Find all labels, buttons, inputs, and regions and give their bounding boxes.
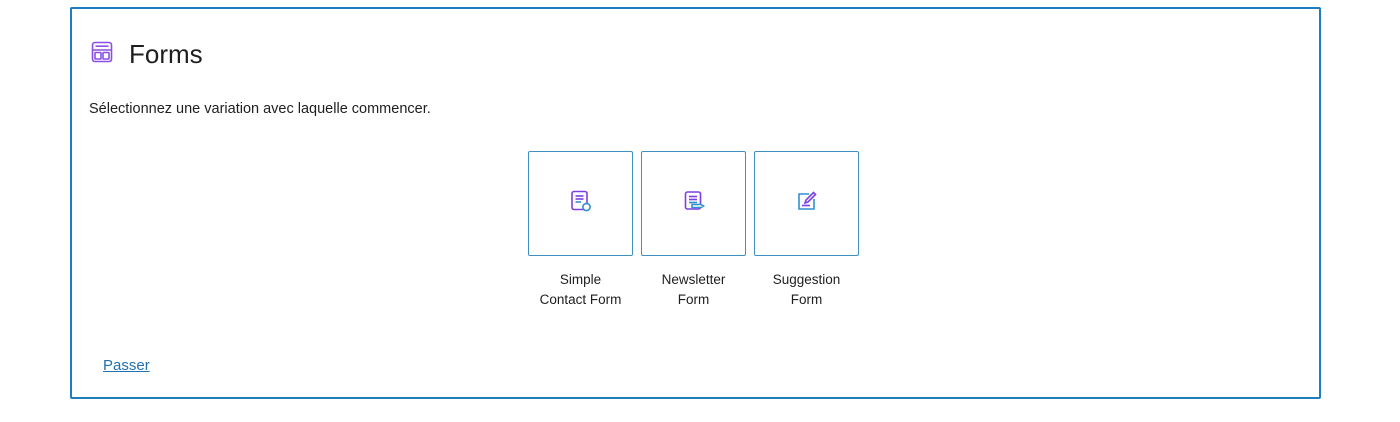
variation-label: Suggestion Form bbox=[772, 272, 841, 307]
block-title: Forms bbox=[129, 39, 203, 69]
variation-suggestion-form[interactable]: Suggestion Form bbox=[753, 151, 860, 310]
variation-simple-contact-form[interactable]: Simple Contact Form bbox=[527, 151, 634, 310]
variation-button[interactable] bbox=[641, 151, 746, 256]
variation-list: Simple Contact Form Newsletter Form bbox=[527, 151, 860, 310]
forms-layout-icon bbox=[90, 40, 114, 69]
contact-form-icon bbox=[569, 189, 593, 218]
instructions-text: Sélectionnez une variation avec laquelle… bbox=[89, 101, 431, 117]
block-variation-picker: Forms Sélectionnez une variation avec la… bbox=[70, 7, 1321, 399]
variation-label: Newsletter Form bbox=[661, 272, 726, 307]
variation-label: Simple Contact Form bbox=[539, 272, 622, 307]
variation-button[interactable] bbox=[754, 151, 859, 256]
variation-newsletter-form[interactable]: Newsletter Form bbox=[640, 151, 747, 310]
suggestion-form-icon bbox=[795, 189, 819, 218]
skip-link[interactable]: Passer bbox=[103, 357, 150, 374]
block-header: Forms bbox=[90, 39, 203, 70]
variation-button[interactable] bbox=[528, 151, 633, 256]
newsletter-form-icon bbox=[682, 189, 706, 218]
